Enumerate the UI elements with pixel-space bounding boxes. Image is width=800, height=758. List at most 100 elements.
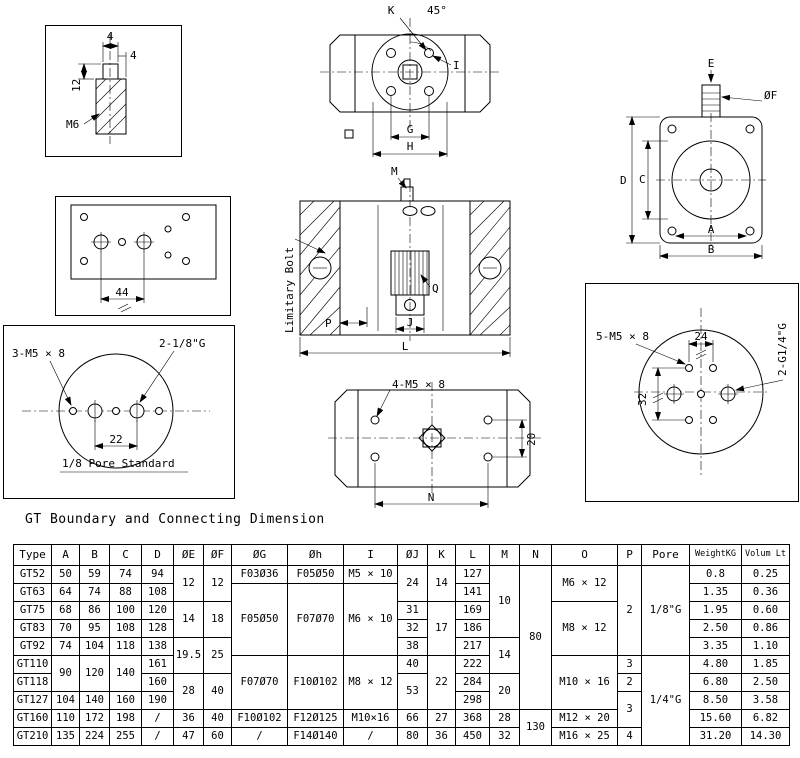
corner-bolt-hole (667, 226, 677, 236)
c-label: C (639, 173, 646, 186)
column-header: I (343, 544, 398, 566)
drawing-caption: GT Boundary and Connecting Dimension (25, 512, 325, 527)
table-cell: 88 (109, 583, 142, 602)
table-cell: 190 (141, 691, 174, 710)
table-cell: 31.20 (689, 727, 742, 746)
table-cell: 18 (203, 601, 232, 638)
table-cell: F05Ø50 (287, 565, 344, 584)
table-cell: / (141, 727, 174, 746)
table-cell: 161 (141, 655, 174, 674)
table-cell: 100 (109, 601, 142, 620)
square-symbol (344, 129, 354, 139)
figure-front-view: K 45° I G H (303, 2, 518, 170)
table-cell: 68 (51, 601, 80, 620)
figure-one-quarter-flange: 24 32 5-M5 × 8 2-G1/4"G (585, 283, 799, 502)
bolt-callout-4m5: 4-M5 × 8 (392, 380, 445, 391)
table-cell: / (141, 709, 174, 728)
table-cell: 3 (617, 655, 642, 674)
table-cell: F07Ø70 (287, 583, 344, 656)
l-label: L (402, 340, 409, 353)
table-cell: 20 (489, 673, 520, 710)
one-eighth-flange-drawing: 3-M5 × 8 2-1/8"G 22 1/8 Pore Standard (12, 337, 210, 473)
j-label: J (407, 316, 414, 329)
column-header: WeightKG (689, 544, 742, 566)
table-cell: 0.36 (741, 583, 790, 602)
table-cell: 120 (141, 601, 174, 620)
bolt-hole (386, 48, 396, 58)
column-header: ØE (173, 544, 204, 566)
table-cell: 86 (79, 601, 110, 620)
table-cell: 0.60 (741, 601, 790, 620)
table-cell: 53 (397, 673, 428, 710)
one-quarter-flange-drawing: 24 32 5-M5 × 8 2-G1/4"G (596, 308, 789, 476)
table-cell: F07Ø70 (231, 655, 288, 710)
table-cell: 12 (173, 565, 204, 602)
table-cell: 255 (109, 727, 142, 746)
table-cell: 1.85 (741, 655, 790, 674)
figure-one-eighth-flange: 3-M5 × 8 2-1/8"G 22 1/8 Pore Standard (3, 325, 235, 499)
dim-12: 12 (70, 79, 83, 92)
dim-44: 44 (115, 286, 129, 299)
table-cell: M16 × 25 (551, 727, 618, 746)
column-header: P (617, 544, 642, 566)
n-label: N (428, 491, 435, 504)
table-cell: 47 (173, 727, 204, 746)
table-cell: 2 (617, 565, 642, 656)
top-fitting (400, 186, 414, 202)
table-cell: 31 (397, 601, 428, 620)
column-header: Volum Lt (741, 544, 790, 566)
table-cell: 2 (617, 673, 642, 692)
table-cell: M10×16 (343, 709, 398, 728)
column-header: N (519, 544, 552, 566)
table-cell: 172 (79, 709, 110, 728)
table-cell: F03Ø36 (231, 565, 288, 584)
table-cell: 0.25 (741, 565, 790, 584)
table-cell: F12Ø125 (287, 709, 344, 728)
table-cell: 118 (109, 637, 142, 656)
table-cell: 186 (455, 619, 490, 638)
table-cell: 28 (489, 709, 520, 728)
table-cell: 40 (203, 673, 232, 710)
corner-bolt-hole (745, 226, 755, 236)
table-cell: 19.5 (173, 637, 204, 674)
bolt-hole (424, 48, 434, 58)
table-cell: 12 (203, 565, 232, 602)
table-cell: 450 (455, 727, 490, 746)
table-cell: F05Ø50 (231, 583, 288, 656)
table-cell: 74 (79, 583, 110, 602)
table-cell: 1/8"G (641, 565, 690, 656)
table-cell: 90 (51, 655, 80, 692)
bolt-callout-5m5: 5-M5 × 8 (596, 330, 649, 343)
bolt-callout-3m5: 3-M5 × 8 (12, 347, 65, 360)
table-cell: 110 (51, 709, 80, 728)
table-cell: GT63 (13, 583, 52, 602)
limitary-bolt-label: Limitary Bolt (283, 247, 296, 333)
table-cell: M12 × 20 (551, 709, 618, 728)
dim-24: 24 (694, 330, 708, 343)
table-cell: 74 (51, 637, 80, 656)
d-label: D (620, 174, 627, 187)
angle-45-label: 45° (427, 4, 447, 17)
column-header: ØG (231, 544, 288, 566)
table-cell: 32 (397, 619, 428, 638)
table-cell: 8.50 (689, 691, 742, 710)
m5-hole (697, 390, 705, 398)
column-header: Type (13, 544, 52, 566)
table-cell: GT110 (13, 655, 52, 674)
table-cell: 130 (519, 709, 552, 746)
m5-hole (155, 407, 163, 415)
table-cell: M5 × 10 (343, 565, 398, 584)
table-cell: 140 (109, 655, 142, 692)
table-cell: / (231, 727, 288, 746)
table-cell: 64 (51, 583, 80, 602)
dim-32: 32 (636, 393, 649, 406)
drive-diamond (418, 424, 446, 452)
corner-bolt-hole (745, 124, 755, 134)
corner-bolt-hole (667, 124, 677, 134)
table-cell: 160 (141, 673, 174, 692)
